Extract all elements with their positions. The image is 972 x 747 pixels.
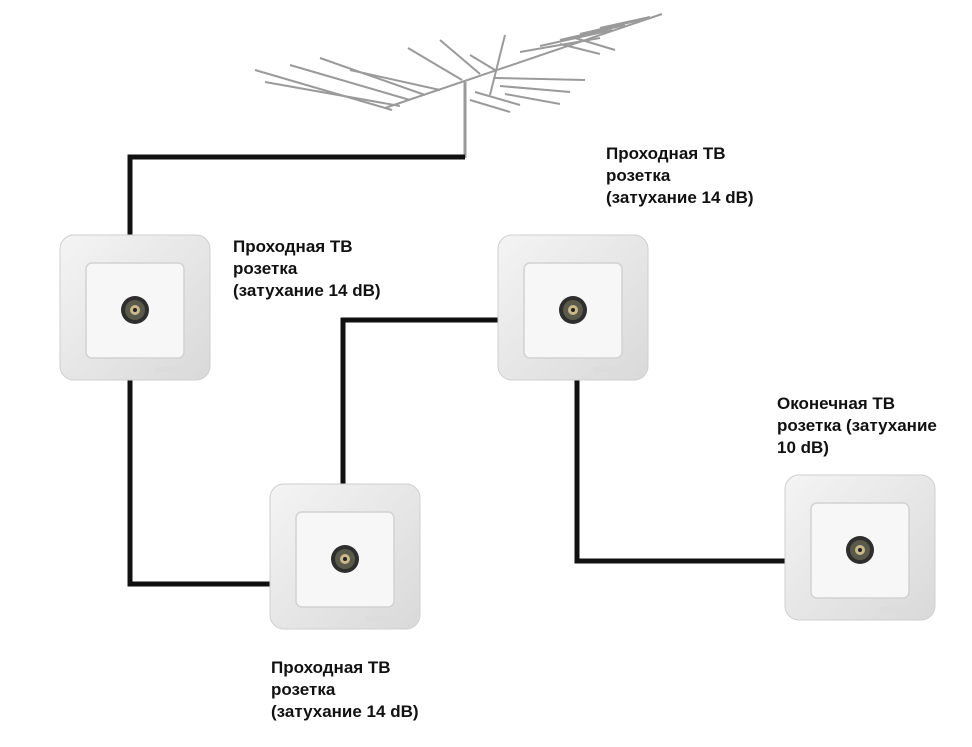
tv-socket-icon: [497, 234, 649, 381]
socket-label-end: Оконечная ТВ розетка (затухание 10 dB): [777, 393, 937, 459]
socket-label-left: Проходная ТВ розетка (затухание 14 dB): [233, 236, 381, 302]
socket-label-line: (затухание 14 dB): [271, 702, 419, 721]
socket-label-top-right: Проходная ТВ розетка (затухание 14 dB): [606, 143, 754, 209]
tv-antenna-icon: [254, 13, 663, 158]
socket-label-line: Проходная ТВ: [271, 658, 391, 677]
tv-socket-icon: [269, 483, 421, 630]
tv-socket-icon: [784, 474, 936, 621]
socket-label-line: (затухание 14 dB): [606, 188, 754, 207]
socket-label-line: Проходная ТВ: [233, 237, 353, 256]
socket-label-line: розетка: [271, 680, 336, 699]
socket-label-line: розетка: [606, 166, 671, 185]
socket-label-line: 10 dB): [777, 438, 829, 457]
tv-socket-icon: [59, 234, 211, 381]
socket-label-line: (затухание 14 dB): [233, 281, 381, 300]
socket-label-bottom: Проходная ТВ розетка (затухание 14 dB): [271, 657, 419, 723]
coax-cable: [127, 154, 788, 587]
socket-label-line: Проходная ТВ: [606, 144, 726, 163]
socket-label-line: розетка: [233, 259, 298, 278]
socket-label-line: розетка (затухание: [777, 416, 937, 435]
socket-label-line: Оконечная ТВ: [777, 394, 896, 413]
